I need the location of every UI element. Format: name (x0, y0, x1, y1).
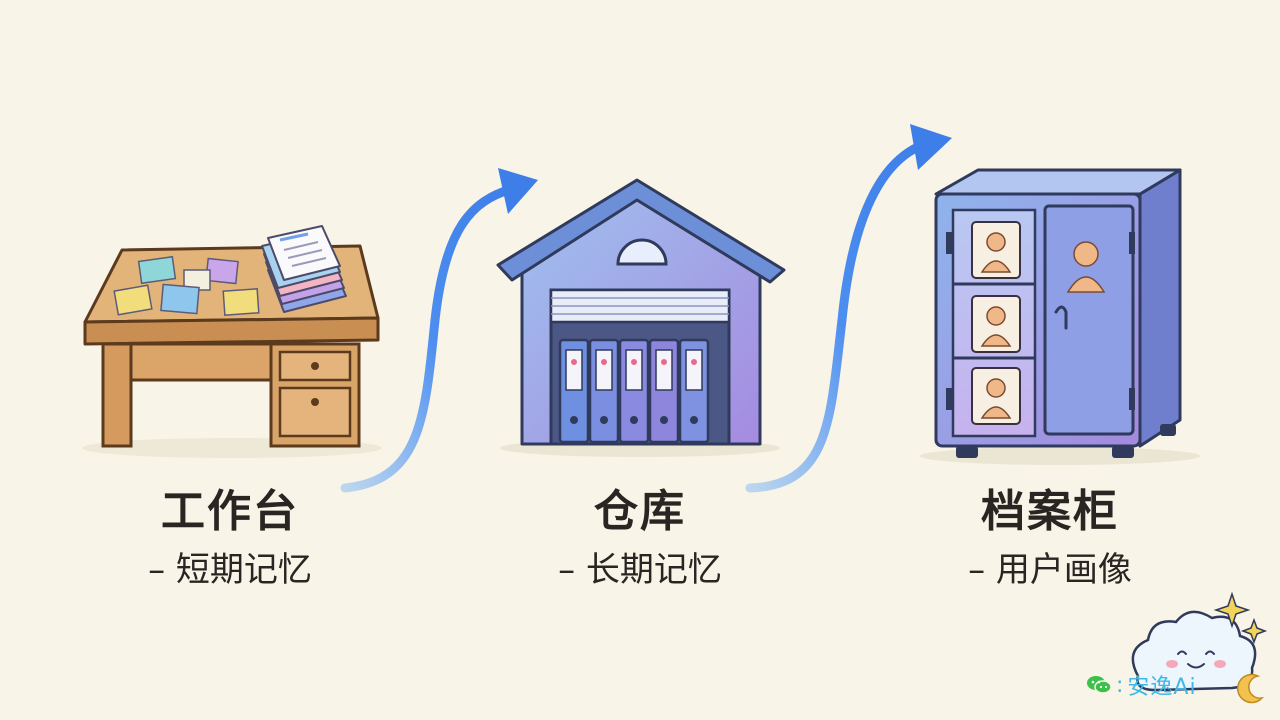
moon-icon (1236, 673, 1265, 704)
item-title: 工作台 (161, 486, 299, 537)
watermark-separator: : (1116, 672, 1124, 698)
item-desk-label: 工作台 – 短期记忆 (70, 486, 390, 592)
arrow-desk-to-warehouse (340, 168, 538, 493)
item-subtitle: – 长期记忆 (558, 550, 722, 590)
item-warehouse-label: 仓库 – 长期记忆 (480, 486, 800, 592)
watermark: : 安逸Ai (1086, 670, 1197, 700)
arrow-warehouse-to-cabinet (745, 124, 952, 493)
filing-cabinet-icon (920, 168, 1200, 465)
desk-icon (82, 225, 382, 458)
item-title: 档案柜 (981, 486, 1119, 537)
warehouse-icon (496, 178, 786, 457)
sparkle-icon (1213, 591, 1268, 645)
item-cabinet-label: 档案柜 – 用户画像 (890, 486, 1210, 592)
item-subtitle: – 短期记忆 (148, 550, 312, 590)
item-subtitle: – 用户画像 (968, 550, 1132, 590)
item-title: 仓库 (594, 486, 686, 537)
watermark-text: 安逸Ai (1127, 675, 1197, 700)
wechat-icon (1087, 676, 1112, 694)
